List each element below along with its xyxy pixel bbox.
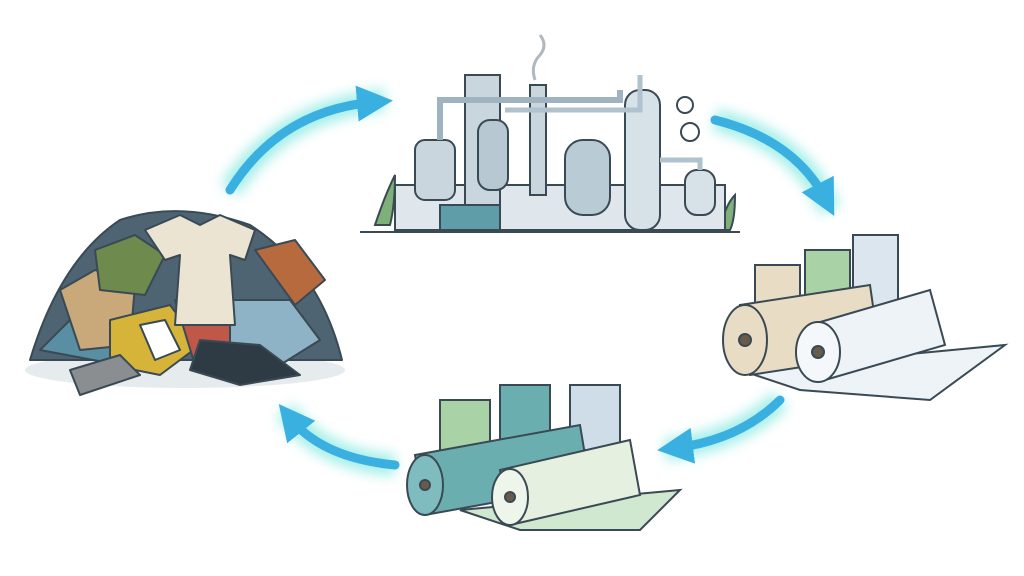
arrow-textiles-to-waste-icon — [275, 403, 400, 476]
clothing-pile-icon — [25, 210, 345, 396]
factory-icon — [360, 34, 740, 233]
arrow-fabric-to-textiles-icon — [657, 392, 788, 464]
arrow-factory-to-fabric-icon — [710, 109, 841, 216]
arrow-waste-to-factory-icon — [220, 85, 393, 196]
fabric-rolls-bottom-icon — [406, 384, 683, 531]
fabric-rolls-right-icon — [722, 234, 1009, 402]
